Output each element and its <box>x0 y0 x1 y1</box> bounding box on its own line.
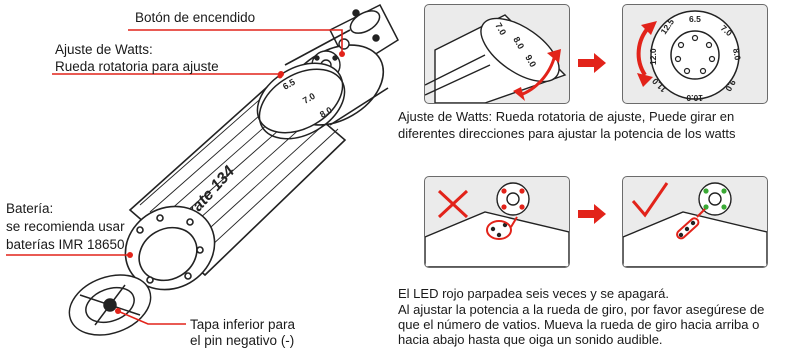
red-pointer <box>510 216 518 228</box>
dial-arrow-head-down <box>637 73 653 87</box>
dial-mark-12-0: 12.0 <box>648 48 658 65</box>
led-caption-line-3: que el número de vatios. Mueva la rueda … <box>398 317 760 332</box>
rotate-arrow-head-down <box>513 87 525 101</box>
red-led-dots <box>501 188 525 210</box>
dial-mark-8-0: 8.0 <box>731 48 743 62</box>
battery-label-type: baterías IMR 18650 <box>6 237 125 252</box>
battery-label-desc: se recomienda usar <box>6 219 125 234</box>
watts-label-title: Ajuste de Watts: <box>55 42 153 57</box>
red-highlight-ring <box>486 220 512 240</box>
dial-mark-6-5: 6.5 <box>689 14 701 24</box>
arrow-right-bottom <box>578 204 606 224</box>
dial-arrow-head-up <box>641 21 657 35</box>
rotate-arrow-head-up <box>547 49 561 63</box>
led-caption-line-1: El LED rojo parpadea seis veces y se apa… <box>398 286 669 301</box>
wheel-closeup-drawing <box>425 14 567 103</box>
led-green-panel <box>622 176 768 268</box>
rotary-ring <box>256 62 346 140</box>
cross-icon <box>437 189 469 219</box>
wheel-caption-line-2: diferentes direcciones para ajustar la p… <box>398 126 736 141</box>
power-button-label: Botón de encendido <box>135 10 256 25</box>
battery-label-title: Batería: <box>6 201 54 216</box>
arrow-right-top <box>578 53 606 73</box>
dial-rotate-arrow <box>636 25 651 77</box>
led-caption-line-4: hacia abajo hasta que oiga un sonido aud… <box>398 332 663 347</box>
cap-label-desc: el pin negativo (-) <box>190 333 295 348</box>
bottom-ring <box>124 205 216 291</box>
aligned-dots <box>678 220 696 238</box>
check-icon <box>631 182 669 218</box>
led-red-panel <box>424 176 570 268</box>
watts-label-desc: Rueda rotatoria para ajuste <box>55 59 219 74</box>
bottom-cap <box>68 274 152 336</box>
dial-mark-10-0: 10.0 <box>686 93 703 103</box>
leader-dots <box>115 51 345 314</box>
wheel-closeup-panel: 7.0 8.0 9.0 <box>424 4 570 104</box>
dial-panel: 6.5 7.0 8.0 9.0 10.0 11.0 12.0 12.5 <box>622 4 768 104</box>
dark-dots <box>490 222 508 238</box>
cap-label-title: Tapa inferior para <box>190 317 296 332</box>
dial-holes <box>674 34 716 75</box>
alignment-highlight <box>676 217 700 240</box>
led-red-device <box>425 182 569 267</box>
green-led-dots <box>703 188 727 210</box>
led-green-device <box>623 182 767 267</box>
led-caption-line-2: Al ajustar la potencia a la rueda de gir… <box>398 302 765 317</box>
rotate-arrow <box>519 54 557 97</box>
leader-lines <box>6 29 343 325</box>
wheel-caption-line-1: Ajuste de Watts: Rueda rotatoria de ajus… <box>398 109 735 124</box>
green-pointer <box>696 208 706 218</box>
